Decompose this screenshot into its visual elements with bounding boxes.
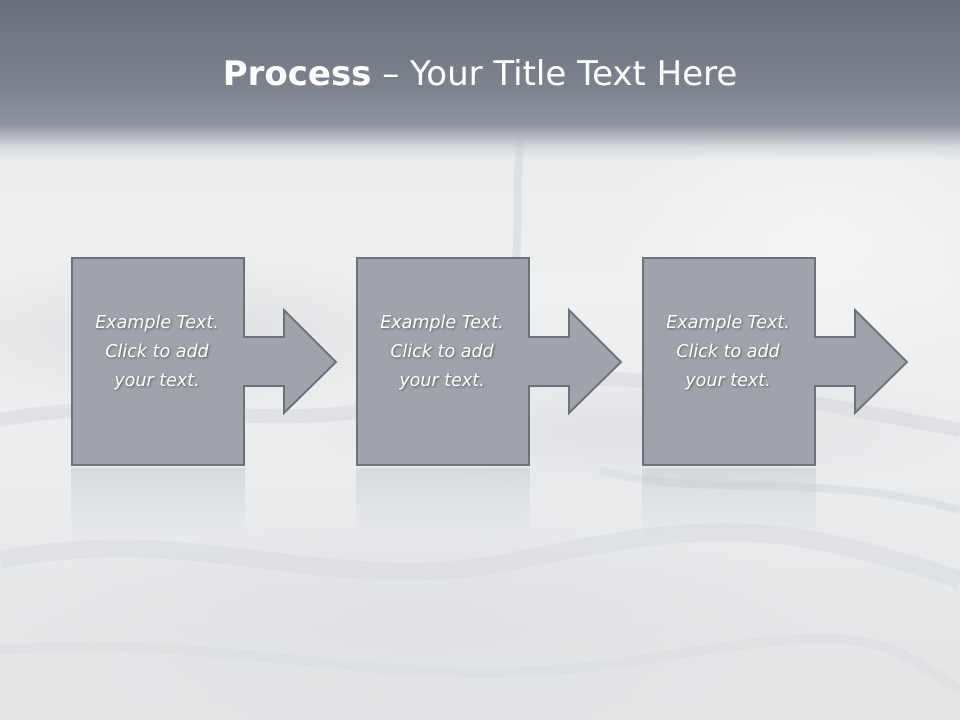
step-1-line-2: Click to add (105, 342, 209, 362)
step-3-reflection (642, 468, 816, 538)
step-2-reflection (356, 468, 530, 538)
step-1-text[interactable]: Example Text. Click to add your text. (71, 309, 243, 396)
arrow-box-shape (71, 257, 338, 466)
slide-title[interactable]: Process – Your Title Text Here (0, 52, 960, 96)
arrow-box-shape (642, 257, 909, 466)
arrow-box-shape (356, 257, 623, 466)
title-bold: Process (222, 54, 372, 94)
title-rest: – Your Title Text Here (371, 54, 738, 94)
step-2-line-2: Click to add (390, 342, 494, 362)
step-1-reflection (71, 468, 245, 538)
title-bar (0, 0, 960, 160)
step-1-line-1: Example Text. (95, 313, 219, 333)
process-step-2[interactable]: Example Text. Click to add your text. (356, 257, 623, 466)
step-2-line-1: Example Text. (380, 313, 504, 333)
step-3-line-3: your text. (685, 371, 771, 391)
step-3-text[interactable]: Example Text. Click to add your text. (642, 309, 814, 396)
step-2-text[interactable]: Example Text. Click to add your text. (356, 309, 528, 396)
step-1-line-3: your text. (114, 371, 200, 391)
process-step-3[interactable]: Example Text. Click to add your text. (642, 257, 909, 466)
process-step-1[interactable]: Example Text. Click to add your text. (71, 257, 338, 466)
step-2-line-3: your text. (399, 371, 485, 391)
step-3-line-2: Click to add (676, 342, 780, 362)
step-3-line-1: Example Text. (666, 313, 790, 333)
